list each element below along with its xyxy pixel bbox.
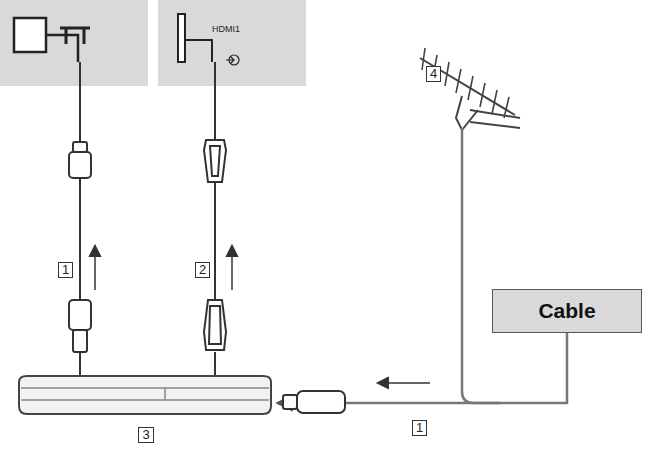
hdmi-cable — [204, 62, 237, 378]
hdmi-socket — [178, 14, 239, 65]
tv-panel — [158, 0, 306, 86]
callout-number: 1 — [58, 262, 73, 278]
tv-panel — [0, 0, 148, 86]
callout-number: 4 — [426, 66, 441, 82]
recorder-device: 3 — [15, 372, 277, 449]
aerial-socket — [14, 18, 90, 62]
callout-number: 2 — [195, 262, 210, 278]
box-label: Cable — [538, 299, 595, 323]
cable-box: Cable — [492, 289, 642, 333]
callout-number: 1 — [412, 420, 427, 436]
rf-plug — [283, 378, 430, 413]
rf-cable — [69, 62, 100, 378]
port-label: HDMI1 — [212, 24, 240, 34]
antenna — [420, 48, 520, 403]
recorder-shape — [15, 372, 277, 422]
callout-number: 3 — [138, 427, 153, 443]
